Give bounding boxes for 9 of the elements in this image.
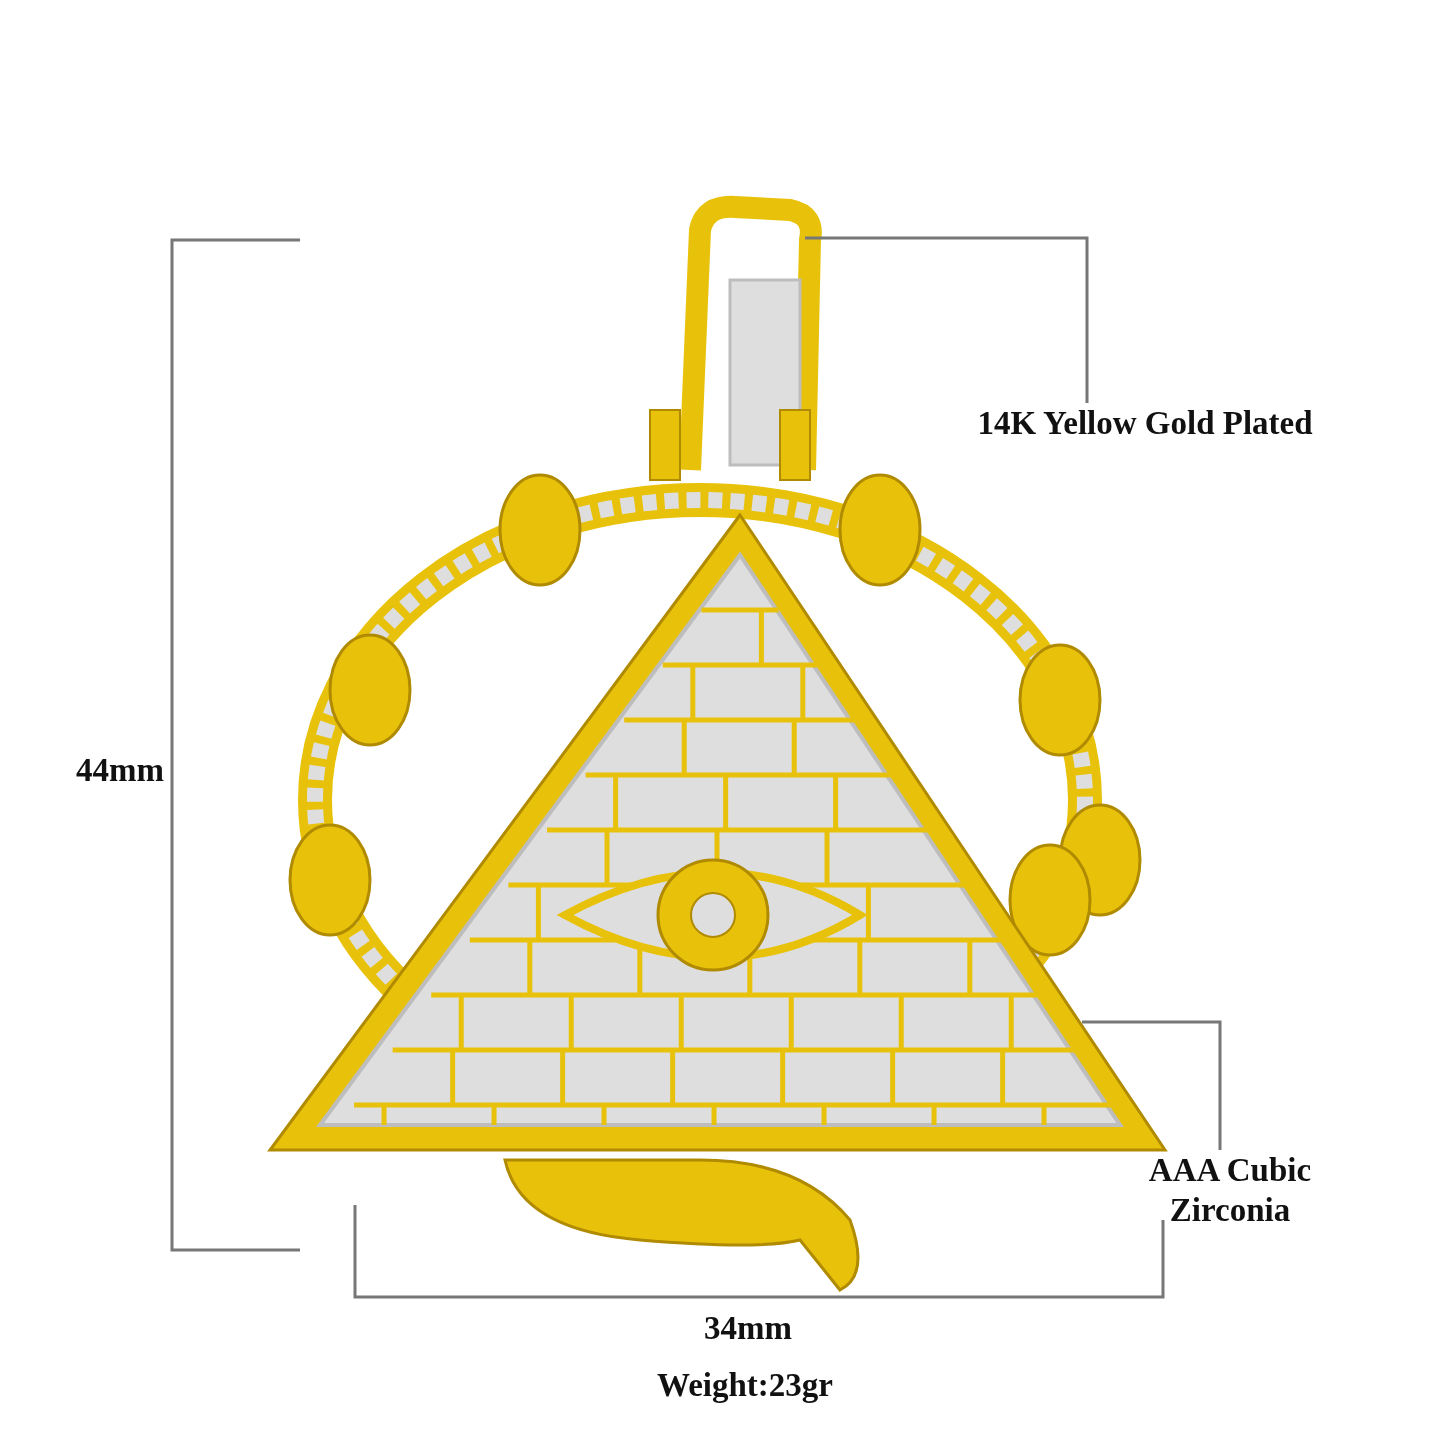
weight-note: Weight:23gr (656, 1366, 834, 1405)
leader-line (805, 236, 1089, 403)
dimension-label: 44mm (75, 751, 165, 790)
pyramid-pave (267, 512, 1168, 1152)
callout-text: AAA Cubic Zirconia (1110, 1150, 1350, 1230)
dimension-label: 34mm (703, 1309, 793, 1348)
leader-line (1082, 1020, 1222, 1150)
bail (649, 195, 822, 481)
callout-text: 14K Yellow Gold Plated (960, 403, 1330, 443)
